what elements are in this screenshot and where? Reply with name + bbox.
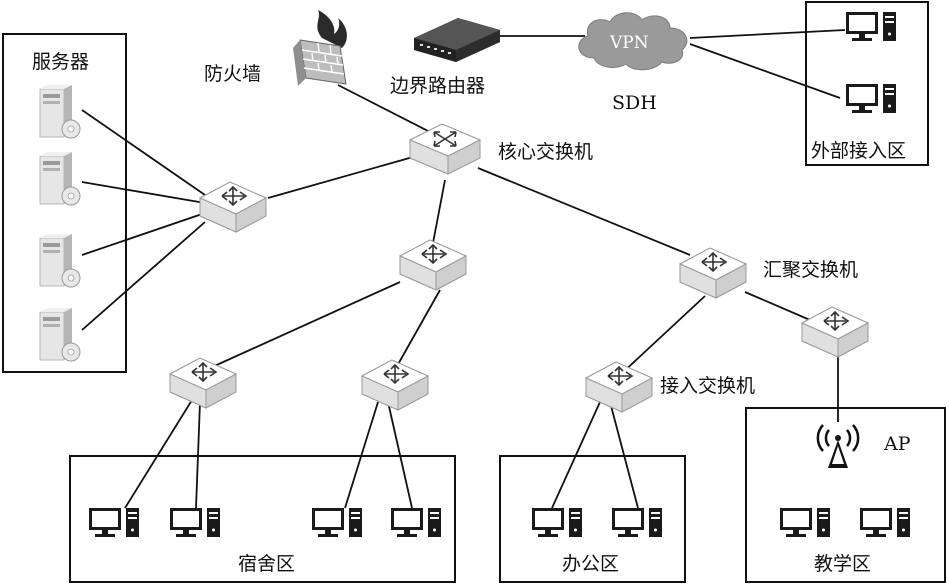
pc-icon xyxy=(532,508,582,537)
server-icon xyxy=(39,151,81,206)
core-switch-label: 核心交换机 xyxy=(498,141,593,163)
servers-label: 服务器 xyxy=(32,51,89,73)
server-group-box xyxy=(2,33,127,373)
pc-icon xyxy=(170,508,220,537)
teaching-box xyxy=(745,407,946,583)
pc-icon xyxy=(312,508,362,537)
pc-icon xyxy=(391,508,441,537)
router-icon xyxy=(414,18,500,62)
pc-icon xyxy=(612,508,662,537)
core-switch-icon xyxy=(409,123,481,175)
border-router-label: 边界路由器 xyxy=(390,75,485,97)
office-access-switch-icon xyxy=(585,361,653,413)
pc-icon xyxy=(846,84,896,113)
server-switch-icon xyxy=(199,181,267,233)
dormitory-label: 宿舍区 xyxy=(238,553,295,575)
dorm-access-switch-icon xyxy=(169,357,237,409)
firewall-icon xyxy=(293,10,347,86)
vpn-cloud-icon: VPN xyxy=(578,12,688,71)
firewall-label: 防火墙 xyxy=(204,63,261,85)
pc-icon xyxy=(780,508,830,537)
aggregation-switch-icon xyxy=(679,247,747,299)
dorm-access-switch-icon xyxy=(361,359,429,411)
vpn-label: VPN xyxy=(609,33,649,53)
pc-icon xyxy=(846,12,896,41)
server-icon xyxy=(39,307,81,362)
office-label: 办公区 xyxy=(562,553,619,575)
dorm-aggregation-switch-icon xyxy=(399,239,467,291)
server-icon xyxy=(39,84,81,139)
pc-icon xyxy=(860,508,910,537)
pc-icon xyxy=(89,508,139,537)
external-access-label: 外部接入区 xyxy=(811,140,906,162)
sdh-label: SDH xyxy=(612,92,657,114)
server-icon xyxy=(39,233,81,288)
dormitory-box xyxy=(69,455,456,583)
office-box xyxy=(499,455,686,583)
teaching-label: 教学区 xyxy=(814,553,871,575)
external-access-box xyxy=(805,1,929,166)
ap-icon xyxy=(816,424,860,468)
access-switch-label: 接入交换机 xyxy=(660,375,755,397)
aggregation-switch-label: 汇聚交换机 xyxy=(763,259,858,281)
teaching-access-switch-icon xyxy=(801,306,869,358)
ap-label: AP xyxy=(883,433,911,455)
